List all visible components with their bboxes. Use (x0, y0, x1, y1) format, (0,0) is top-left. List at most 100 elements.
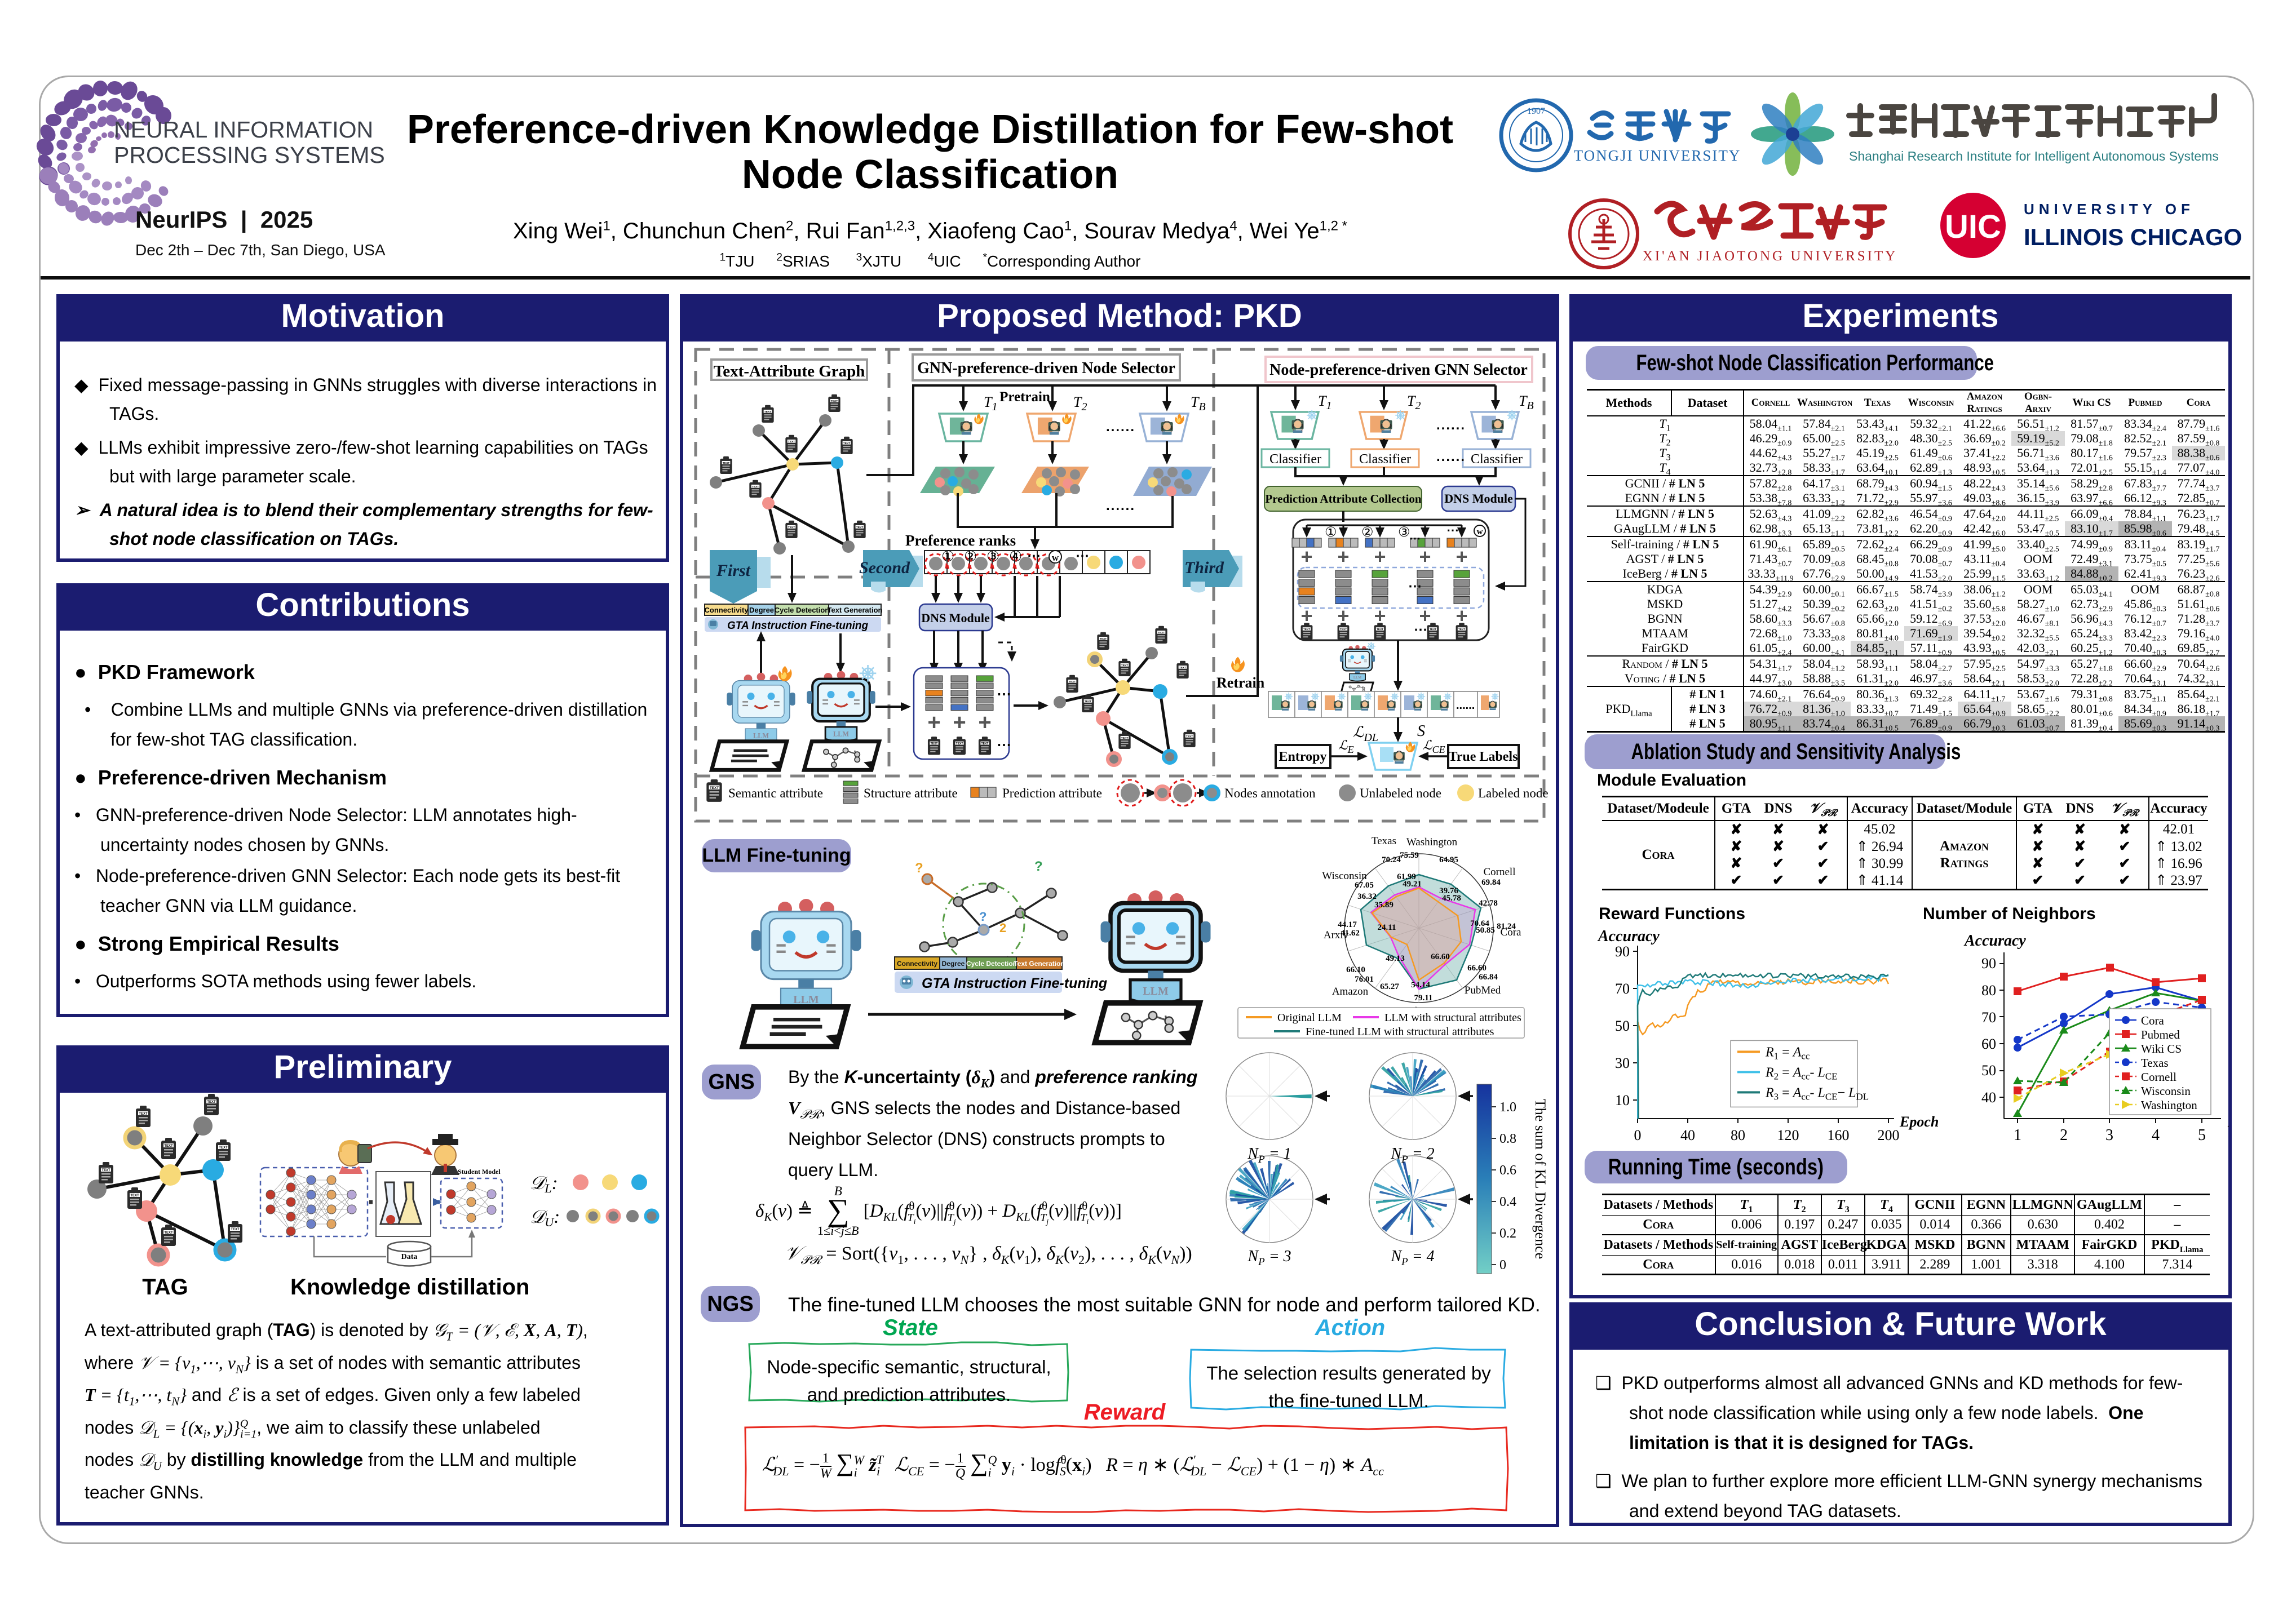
svg-text:Fine-tuned LLM with structural: Fine-tuned LLM with structural attribute… (1306, 1026, 1494, 1038)
svg-text:②: ② (964, 548, 977, 565)
svg-text:T2: T2 (1407, 393, 1421, 412)
svg-text:ℒCE: ℒCE (1423, 738, 1445, 755)
svg-text:66.60: 66.60 (1431, 952, 1450, 961)
svg-text:NP = 3: NP = 3 (1247, 1248, 1291, 1268)
svg-text:Preference ranks: Preference ranks (905, 532, 1016, 549)
svg-text:Arxiv: Arxiv (1324, 929, 1349, 941)
svg-text:Prediction Attribute Collectio: Prediction Attribute Collection (1265, 492, 1422, 505)
svg-text:44.17: 44.17 (1338, 920, 1357, 929)
svg-text:Labeled node: Labeled node (1478, 786, 1549, 800)
svg-text:5: 5 (2198, 1127, 2206, 1144)
svg-text:②: ② (1361, 525, 1374, 540)
svg-text:67.05: 67.05 (1355, 881, 1374, 890)
svg-text:DNS Module: DNS Module (921, 611, 990, 625)
svg-text:+: + (978, 710, 991, 735)
svg-text:70.24: 70.24 (1382, 855, 1401, 864)
svg-text:36.32: 36.32 (1357, 892, 1377, 901)
svg-text:Washington: Washington (1406, 836, 1458, 848)
svg-text:50: 50 (1981, 1062, 1996, 1079)
svg-text:2: 2 (2060, 1127, 2068, 1144)
svg-text:Original LLM: Original LLM (1277, 1012, 1342, 1024)
svg-text:w: w (1052, 552, 1059, 563)
svg-text:41.62: 41.62 (1341, 929, 1360, 938)
svg-text:?: ? (915, 861, 923, 876)
svg-text:0.6: 0.6 (1499, 1163, 1516, 1178)
svg-text:30: 30 (1615, 1055, 1630, 1071)
svg-text:Wiki CS: Wiki CS (2141, 1042, 2182, 1056)
svg-text:0.8: 0.8 (1499, 1132, 1516, 1146)
svg-text:XI'AN JIAOTONG UNIVERSITY: XI'AN JIAOTONG UNIVERSITY (1643, 249, 1898, 264)
svg-text:160: 160 (1828, 1127, 1850, 1143)
svg-text:First: First (716, 561, 751, 580)
svg-text:S: S (1417, 722, 1425, 740)
svg-text:PubMed: PubMed (1465, 985, 1501, 996)
svg-text:+: + (1374, 545, 1386, 568)
svg-text:⋯: ⋯ (1408, 579, 1422, 594)
svg-text:Accuracy: Accuracy (1963, 932, 2026, 950)
svg-text:90: 90 (1615, 943, 1630, 960)
svg-text:NP = 1: NP = 1 (1247, 1145, 1291, 1165)
svg-text:2: 2 (999, 921, 1006, 935)
svg-text:⋯: ⋯ (1446, 523, 1459, 537)
svg-text:④: ④ (1009, 548, 1022, 565)
svg-text:90: 90 (1981, 955, 1996, 972)
svg-text:66.10: 66.10 (1346, 965, 1365, 974)
svg-text:69.84: 69.84 (1481, 878, 1501, 887)
svg-text:45.78: 45.78 (1442, 894, 1461, 903)
svg-text:Degree: Degree (749, 606, 774, 614)
svg-text:T1: T1 (1318, 393, 1331, 412)
svg-text:+: + (1300, 604, 1312, 627)
svg-text:70: 70 (1615, 981, 1630, 997)
svg-text:ℒE: ℒE (1338, 738, 1354, 755)
svg-text:0: 0 (1634, 1127, 1642, 1143)
svg-text:39.76: 39.76 (1439, 886, 1458, 895)
svg-text:R1 = Acc: R1 = Acc (1765, 1045, 1810, 1061)
svg-text:Amazon: Amazon (1332, 986, 1369, 997)
svg-text:200: 200 (1878, 1127, 1900, 1143)
svg-text:Semantic attribute: Semantic attribute (728, 786, 823, 800)
svg-text:Cornell: Cornell (1484, 866, 1516, 878)
svg-text:......: ...... (1456, 699, 1475, 712)
svg-text:Knowledge distillation: Knowledge distillation (290, 1275, 529, 1300)
svg-text:𝒟U:: 𝒟U: (530, 1207, 560, 1229)
svg-text:Text Generation: Text Generation (827, 606, 882, 614)
svg-text:Data: Data (401, 1253, 418, 1261)
svg-text:LLM with structural attributes: LLM with structural attributes (1384, 1012, 1521, 1024)
svg-text:Cora: Cora (2141, 1014, 2165, 1027)
svg-text:LLM: LLM (1353, 676, 1361, 680)
svg-text:ℒDL: ℒDL (1353, 724, 1378, 744)
svg-text:0.4: 0.4 (1499, 1195, 1516, 1209)
svg-text:The sum of KL Divergence: The sum of KL Divergence (1532, 1099, 1549, 1259)
svg-text:49.21: 49.21 (1403, 880, 1422, 889)
svg-text:......: ...... (1106, 419, 1135, 434)
svg-text:T2: T2 (1073, 394, 1087, 413)
svg-text:80: 80 (1981, 982, 1996, 999)
svg-text:⋯: ⋯ (997, 685, 1011, 702)
svg-text:LLM: LLM (1143, 985, 1169, 997)
svg-text:Wisconsin: Wisconsin (2141, 1084, 2191, 1098)
svg-text:Pubmed: Pubmed (2141, 1028, 2180, 1041)
svg-text:24.11: 24.11 (1378, 923, 1396, 932)
svg-text:NP = 2: NP = 2 (1390, 1145, 1434, 1165)
svg-text:4: 4 (2152, 1127, 2160, 1144)
svg-text:+: + (1419, 604, 1431, 627)
svg-text:Text Generation: Text Generation (1014, 960, 1064, 968)
svg-text:+: + (1337, 545, 1349, 568)
svg-text:35.89: 35.89 (1374, 901, 1393, 910)
svg-text:Student Model: Student Model (458, 1168, 501, 1176)
svg-text:Epoch: Epoch (1899, 1114, 1939, 1130)
svg-text:①: ① (1325, 525, 1337, 540)
svg-text:TAG: TAG (142, 1275, 188, 1300)
svg-text:⋯: ⋯ (1409, 533, 1421, 545)
svg-text:Unlabeled node: Unlabeled node (1360, 786, 1441, 800)
svg-text:w: w (1477, 527, 1483, 536)
svg-text:+: + (953, 710, 966, 735)
svg-text:75.59: 75.59 (1400, 851, 1419, 860)
svg-text:UNIVERSITY OF: UNIVERSITY OF (2024, 201, 2195, 218)
svg-text:Third: Third (1184, 558, 1224, 577)
svg-text:64.95: 64.95 (1439, 855, 1458, 864)
svg-text:?: ? (1034, 859, 1043, 874)
svg-text:TB: TB (1191, 394, 1206, 413)
svg-text:+: + (1419, 545, 1431, 568)
svg-text:Second: Second (859, 558, 910, 577)
